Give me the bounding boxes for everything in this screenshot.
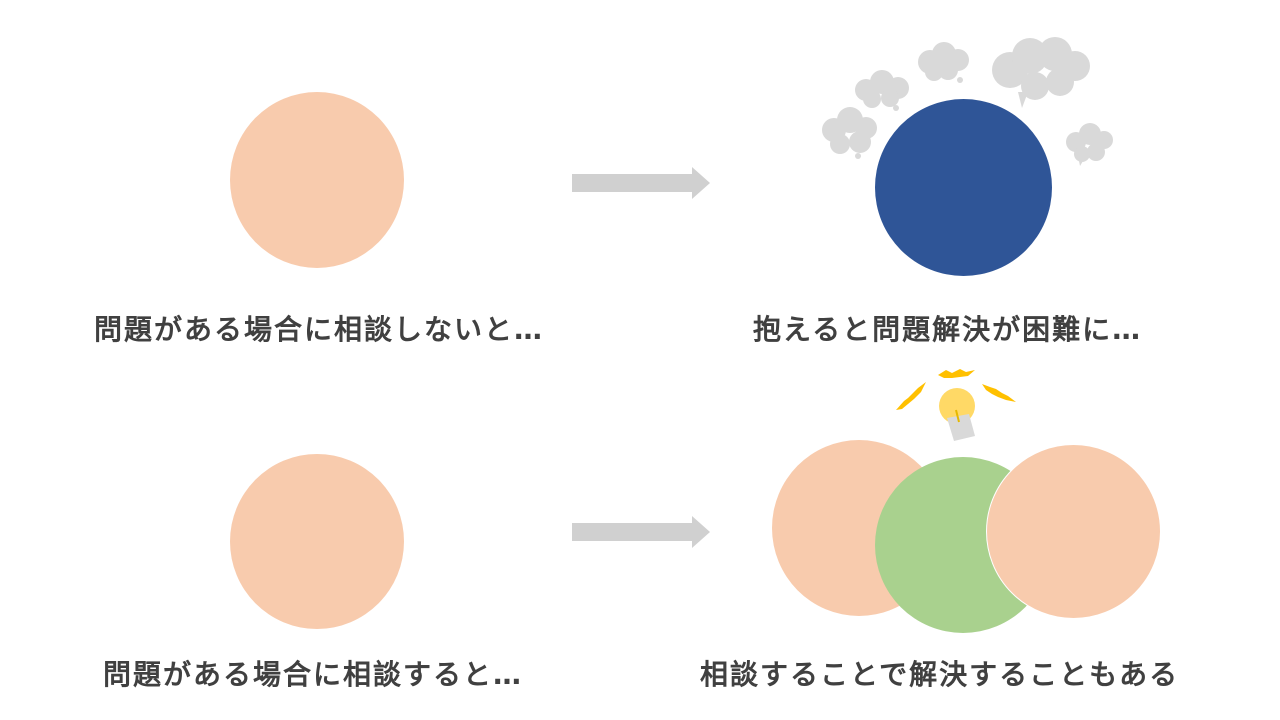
caption-bottom-right: 相談することで解決することもある [700,658,1180,691]
troubled-circle-navy [875,99,1052,276]
arrow-bottom [572,516,710,548]
thought-cloud-icon [992,37,1090,108]
caption-top-right: 抱えると問題解決が困難に… [753,313,1143,346]
caption-top-left: 問題がある場合に相談しないと… [94,313,545,346]
thought-cloud-icon [1066,123,1113,166]
arrow-top [572,167,710,199]
thought-cloud-icon [918,42,969,83]
thought-cloud-icon [855,70,909,111]
spark-icon [896,369,1016,410]
person-circle-bottom-left [230,454,404,629]
person-circle-top-left [230,92,404,268]
peach-circle-right [986,444,1161,619]
thought-cloud-icon [822,107,877,159]
caption-bottom-left: 問題がある場合に相談すると… [103,658,524,691]
lightbulb-icon [939,388,975,441]
